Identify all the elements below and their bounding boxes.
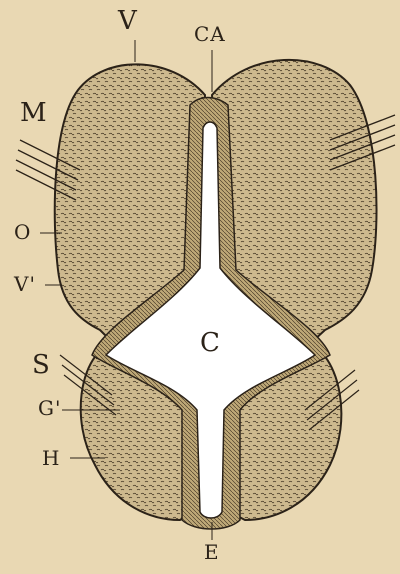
label-s: S: [32, 352, 50, 378]
label-o: O: [14, 222, 31, 242]
label-g-prime: G': [38, 398, 61, 418]
label-v-prime: V': [14, 274, 36, 294]
label-h: H: [42, 448, 60, 468]
label-m: M: [20, 100, 47, 126]
label-c: C: [200, 330, 220, 356]
label-ca: CA: [194, 24, 226, 44]
label-e: E: [204, 542, 220, 562]
label-v: V: [118, 8, 137, 34]
